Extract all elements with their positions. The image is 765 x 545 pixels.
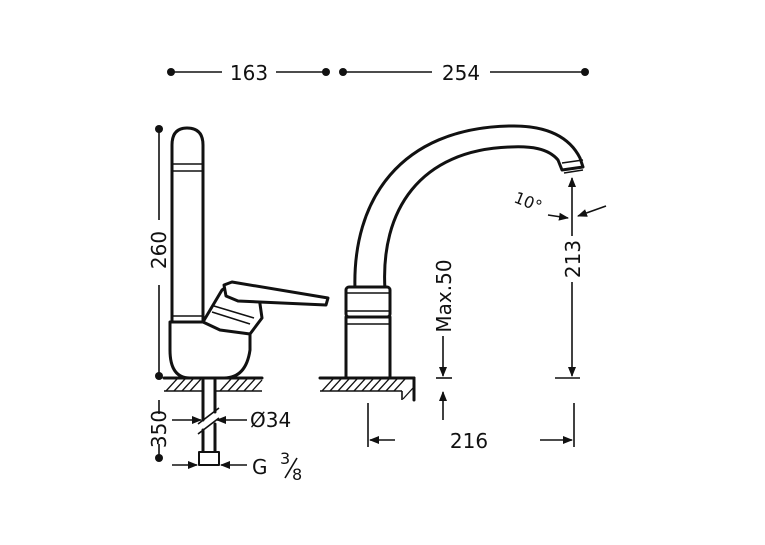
thread-denominator: 8: [292, 465, 302, 484]
dimension-max-thickness: Max.50: [432, 259, 456, 420]
dimension-213: 213: [555, 177, 585, 379]
dimension-label-163: 163: [230, 61, 268, 85]
dimension-label-angle: 10°: [511, 188, 544, 216]
dimension-dot: [322, 68, 330, 76]
faucet-side-view: [162, 126, 330, 466]
dimension-label-260: 260: [147, 231, 171, 269]
dimension-angle: 10°: [511, 188, 607, 221]
dimension-254: 254: [339, 61, 589, 85]
dimension-dot: [155, 372, 163, 380]
dimension-label-thread: G: [252, 455, 268, 479]
dimension-label-350: 350: [147, 410, 171, 448]
dimension-dot: [339, 68, 347, 76]
dimension-diameter: Ø34: [172, 408, 291, 432]
dimension-label-diameter: Ø34: [250, 408, 291, 432]
dimension-350: 350: [147, 400, 171, 462]
dimension-dot: [155, 125, 163, 133]
dimension-dot: [167, 68, 175, 76]
dimension-260: 260: [147, 125, 171, 380]
dimension-163: 163: [167, 61, 330, 85]
dimension-label-213: 213: [561, 240, 585, 278]
dimension-216: 216: [367, 403, 575, 453]
dimension-dot: [581, 68, 589, 76]
dimension-label-254: 254: [442, 61, 480, 85]
faucet-front-view: [318, 124, 585, 402]
dimension-label-216: 216: [450, 429, 488, 453]
dimension-dot: [155, 454, 163, 462]
thread-numerator: 3: [280, 449, 290, 468]
dimension-label-max: Max.50: [432, 259, 456, 332]
dimension-thread: G 3 8: [172, 449, 302, 484]
